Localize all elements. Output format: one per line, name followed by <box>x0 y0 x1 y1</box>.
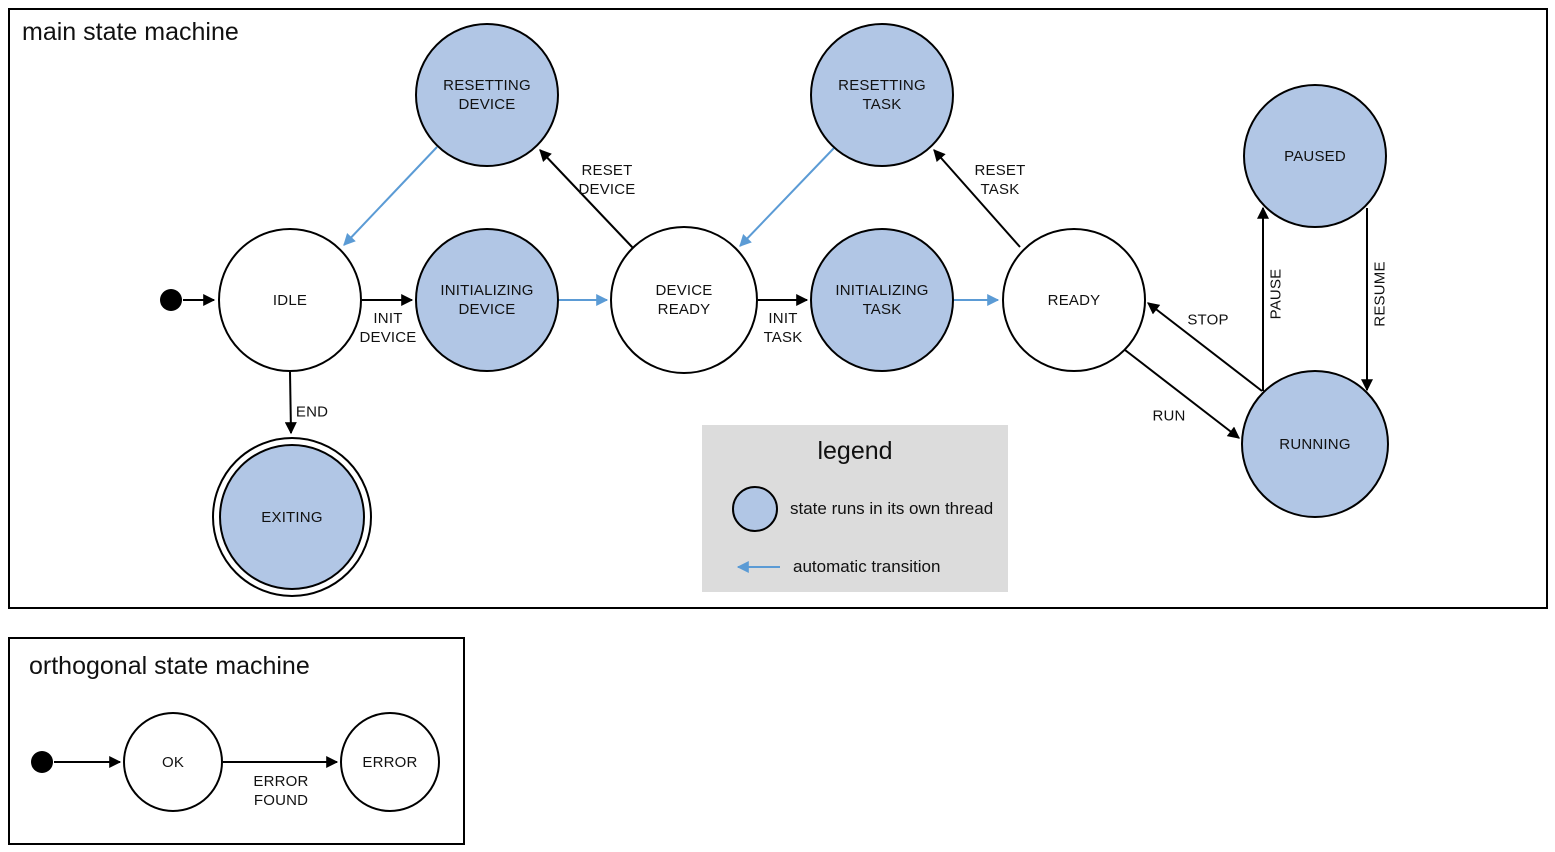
legend-panel: legend state runs in its own thread auto… <box>702 425 1008 592</box>
main-state-machine-title: main state machine <box>22 18 239 46</box>
state-initializing-device-label: INITIALIZING DEVICE <box>440 282 534 318</box>
state-resetting-task: RESETTING TASK <box>810 23 954 167</box>
transition-resume-label: RESUME <box>1371 261 1389 327</box>
transition-reset-task-label: RESET TASK <box>974 162 1026 198</box>
final-state-ring-exiting: EXITING <box>212 437 372 597</box>
state-initializing-task: INITIALIZING TASK <box>810 228 954 372</box>
transition-init-task-label: INIT TASK <box>763 310 803 346</box>
state-resetting-task-label: RESETTING TASK <box>838 77 926 113</box>
state-resetting-device: RESETTING DEVICE <box>415 23 559 167</box>
state-paused-label: PAUSED <box>1284 147 1346 165</box>
state-exiting-label: EXITING <box>261 508 323 526</box>
initial-state-dot-main <box>160 289 182 311</box>
state-error: ERROR <box>340 712 440 812</box>
transition-run-label: RUN <box>1152 407 1186 425</box>
transition-pause-label: PAUSE <box>1267 268 1285 320</box>
orthogonal-state-machine-title: orthogonal state machine <box>29 652 310 680</box>
state-ready: READY <box>1002 228 1146 372</box>
state-paused: PAUSED <box>1243 84 1387 228</box>
initial-state-dot-orthogonal <box>31 751 53 773</box>
transition-init-device-label: INIT DEVICE <box>359 310 417 346</box>
threaded-state-swatch-icon <box>732 486 778 532</box>
state-idle: IDLE <box>218 228 362 372</box>
state-error-label: ERROR <box>362 753 418 771</box>
state-ok-label: OK <box>161 753 185 771</box>
state-initializing-device: INITIALIZING DEVICE <box>415 228 559 372</box>
state-device-ready-label: DEVICE READY <box>655 282 713 318</box>
state-ready-label: READY <box>1047 291 1101 309</box>
state-running: RUNNING <box>1241 370 1389 518</box>
state-idle-label: IDLE <box>272 291 308 309</box>
transition-stop-label: STOP <box>1187 311 1229 329</box>
legend-threaded-state-text: state runs in its own thread <box>790 499 994 518</box>
state-resetting-device-label: RESETTING DEVICE <box>443 77 531 113</box>
state-exiting: EXITING <box>219 444 365 590</box>
legend-title: legend <box>817 437 893 465</box>
state-initializing-task-label: INITIALIZING TASK <box>835 282 929 318</box>
transition-end-label: END <box>295 403 329 421</box>
transition-reset-device-label: RESET DEVICE <box>578 162 636 198</box>
state-device-ready: DEVICE READY <box>610 226 758 374</box>
state-ok: OK <box>123 712 223 812</box>
legend-automatic-transition-text: automatic transition <box>793 557 941 576</box>
state-running-label: RUNNING <box>1279 435 1351 453</box>
transition-error-found-label: ERROR FOUND <box>253 773 309 809</box>
